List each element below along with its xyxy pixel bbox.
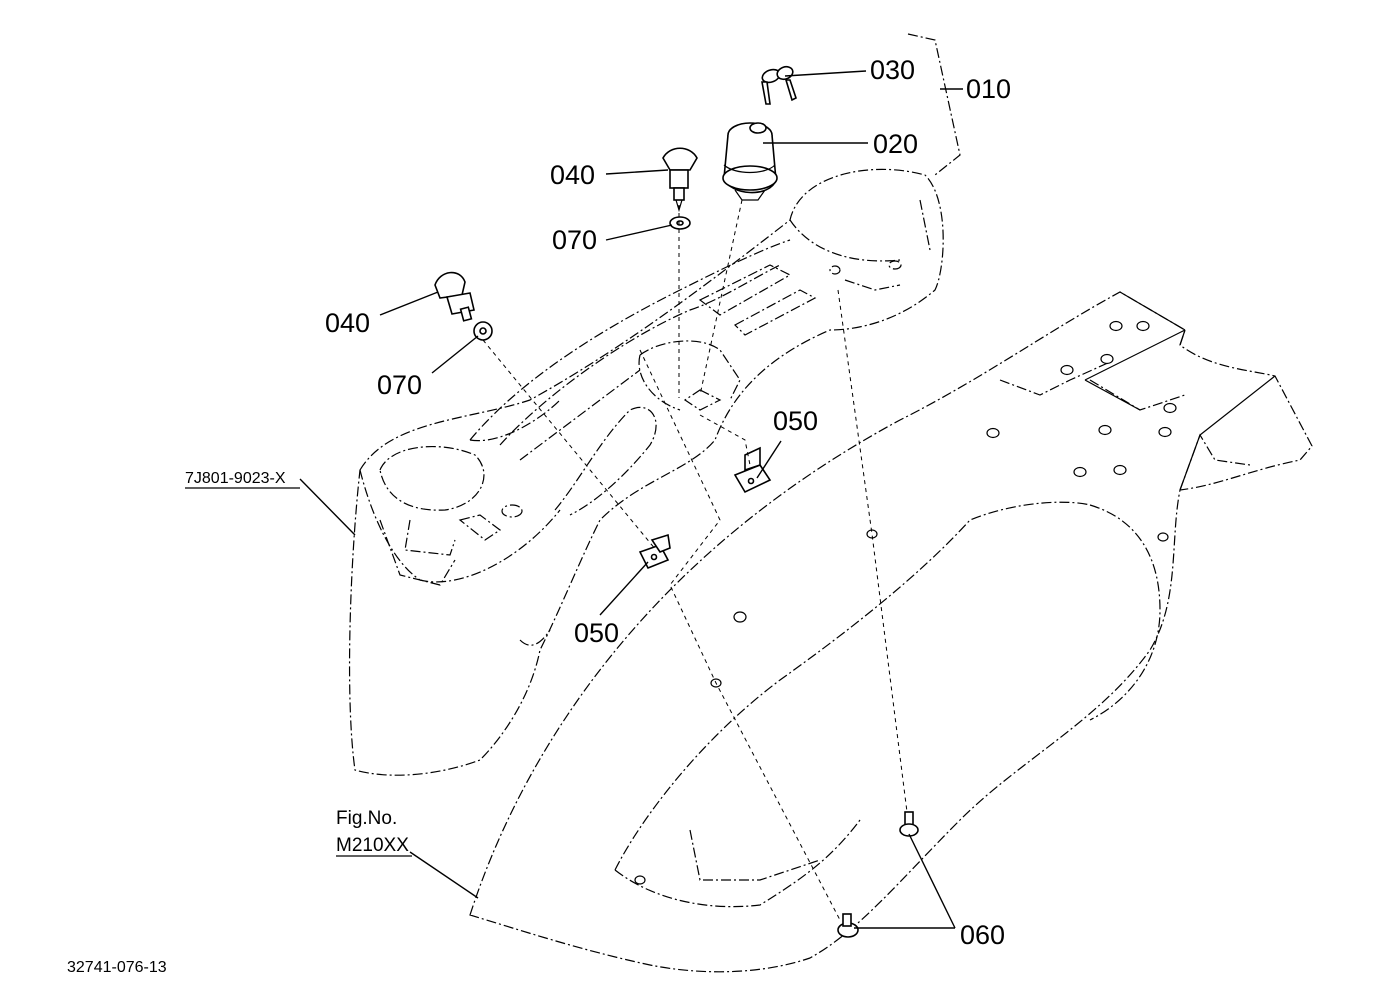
clip-050-left xyxy=(638,533,671,570)
fig-label: Fig.No. xyxy=(336,808,397,829)
callout-020: 020 xyxy=(873,129,918,159)
knob-040-upper xyxy=(662,147,698,213)
callout-040-upper: 040 xyxy=(550,160,595,190)
screw-060-right xyxy=(899,811,919,837)
panel-part-number: 7J801-9023-X xyxy=(185,470,286,487)
clip-050-right xyxy=(733,446,772,494)
key-switch-020 xyxy=(722,122,778,201)
callout-060: 060 xyxy=(960,920,1005,950)
callout-030: 030 xyxy=(870,55,915,85)
callout-010: 010 xyxy=(966,74,1011,104)
knob-040-lower xyxy=(434,271,475,322)
screw-060-left xyxy=(837,913,859,938)
callout-070-lower: 070 xyxy=(377,370,422,400)
floor-holes xyxy=(634,320,1177,885)
leader-lines xyxy=(299,70,963,929)
callout-050-left: 050 xyxy=(574,618,619,648)
key-030 xyxy=(761,65,797,105)
fig-number: M210XX xyxy=(336,835,409,856)
callout-070-upper: 070 xyxy=(552,225,597,255)
callout-050-right: 050 xyxy=(773,406,818,436)
assembly-bracket-010 xyxy=(907,33,961,176)
drawing-number: 32741-076-13 xyxy=(67,959,167,976)
assembly-lines xyxy=(482,199,908,921)
console-panel xyxy=(348,168,944,776)
washer-070-upper xyxy=(669,216,691,230)
callout-040-lower: 040 xyxy=(325,308,370,338)
floor-cover xyxy=(469,291,1313,973)
